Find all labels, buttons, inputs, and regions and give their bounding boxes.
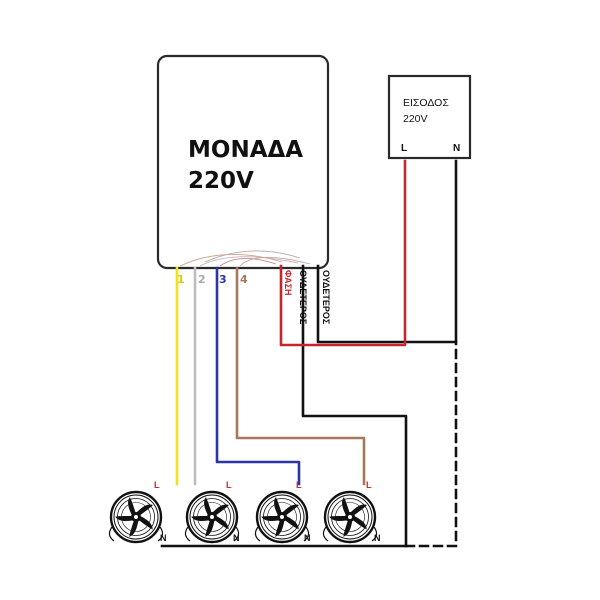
terminal-1-label: 1 <box>177 273 185 286</box>
phase-wire <box>279 159 407 347</box>
fan-4-l-label: L <box>366 480 372 490</box>
input-title: ΕΙΣΟΔΟΣ <box>403 97 449 109</box>
output-wire-4 <box>235 266 366 486</box>
neutral-bus-dashed <box>404 340 458 548</box>
neutral-wire-lower <box>301 264 408 548</box>
input-n-terminal: N <box>453 143 460 154</box>
terminal-4-label: 4 <box>240 273 248 286</box>
fan-3 <box>254 490 310 544</box>
input-voltage: 220V <box>403 113 428 125</box>
fan-2-n-label: N <box>233 533 240 543</box>
fan-3-l-label: L <box>296 480 302 490</box>
fan-1-n-label: N <box>160 533 167 543</box>
fan-2 <box>184 490 240 544</box>
fan-2-l-label: L <box>226 480 232 490</box>
neutral-label-2: ΟΥΔΕΤΕΡΟΣ <box>321 270 331 325</box>
fan-4-n-label: N <box>374 533 381 543</box>
fan-3-n-label: N <box>304 533 311 543</box>
fan-4 <box>322 490 378 544</box>
terminal-2-label: 2 <box>198 273 206 286</box>
internal-wires <box>179 250 311 267</box>
unit-voltage: 220V <box>188 168 254 194</box>
input-l-terminal: L <box>401 143 407 154</box>
fan-1-l-label: L <box>154 480 160 490</box>
unit-box <box>156 54 330 270</box>
output-wire-3 <box>215 266 301 486</box>
input-box <box>387 74 472 160</box>
neutral-wire-upper <box>316 159 458 344</box>
unit-title: ΜΟΝΑΔΑ <box>188 137 303 163</box>
neutral-label-1: ΟΥΔΕΤΕΡΟΣ <box>298 270 308 325</box>
fan-1 <box>108 490 164 544</box>
phase-label: ΦΑΣΗ <box>283 270 293 296</box>
terminal-3-label: 3 <box>219 273 227 286</box>
